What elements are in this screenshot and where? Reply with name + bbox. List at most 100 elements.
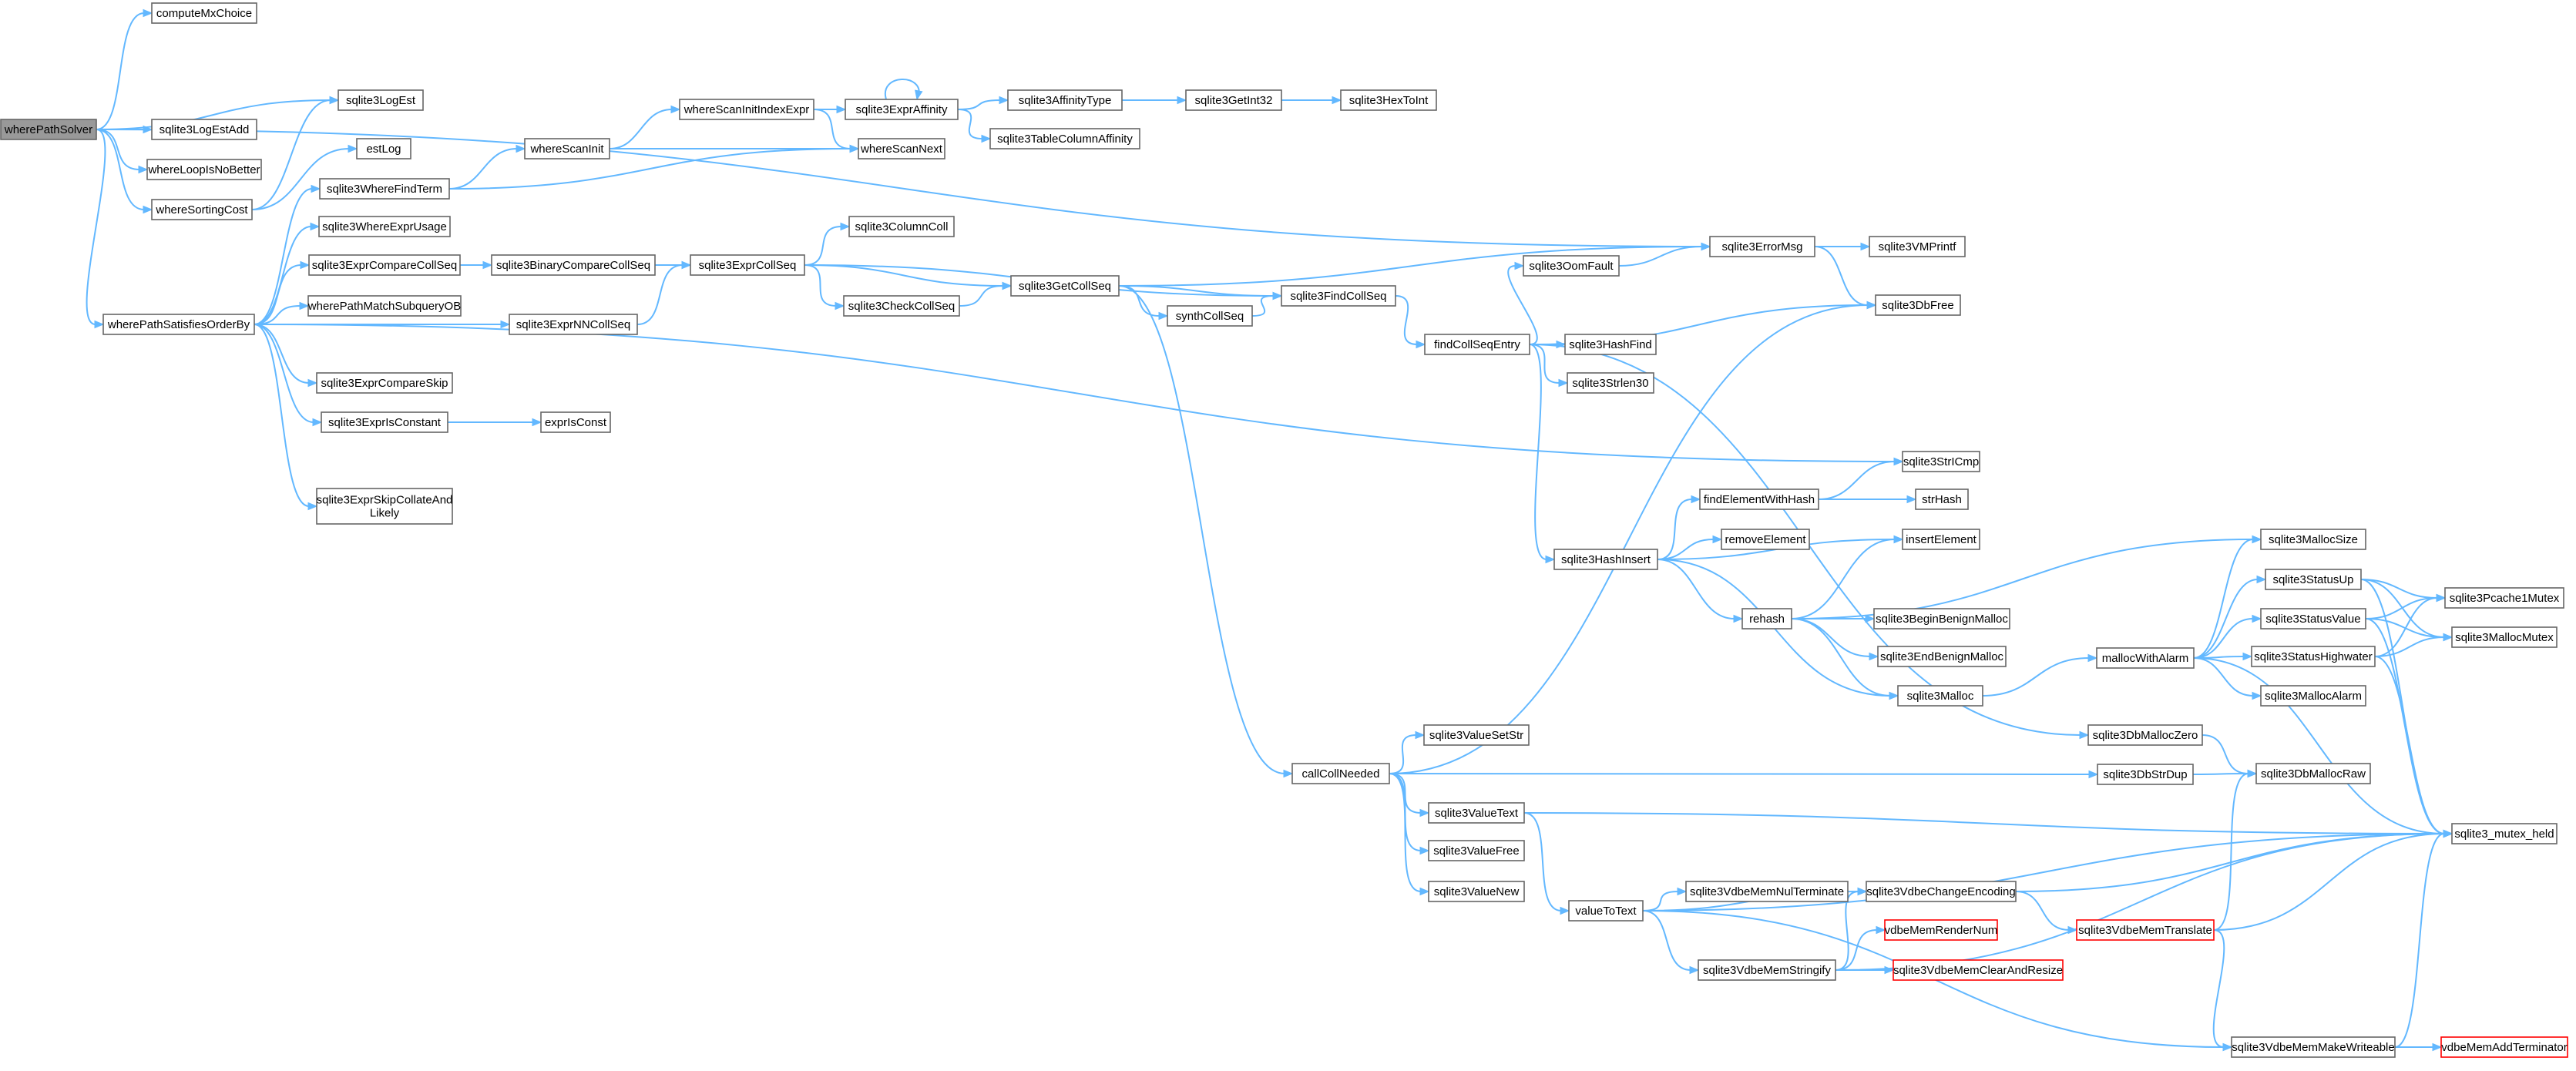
node-sqlite3-vdbe-change-encoding[interactable]: sqlite3VdbeChangeEncoding <box>1866 881 2017 902</box>
node-sqlite3-hash-find[interactable]: sqlite3HashFind <box>1564 334 1657 355</box>
node-sqlite3-binary-compare-coll-seq[interactable]: sqlite3BinaryCompareCollSeq <box>491 254 656 276</box>
node-sqlite3-check-coll-seq[interactable]: sqlite3CheckCollSeq <box>843 295 960 317</box>
node-sqlite3-db-str-dup[interactable]: sqlite3DbStrDup <box>2097 764 2194 785</box>
node-sqlite3-end-benign-malloc[interactable]: sqlite3EndBenignMalloc <box>1877 646 2007 667</box>
node-sqlite3-expr-nncoll-seq[interactable]: sqlite3ExprNNCollSeq <box>509 314 638 335</box>
node-compute-mx-choice[interactable]: computeMxChoice <box>151 2 257 24</box>
node-sqlite3-malloc[interactable]: sqlite3Malloc <box>1897 685 1983 707</box>
node-box <box>1721 529 1810 550</box>
node-sqlite3-get-int32[interactable]: sqlite3GetInt32 <box>1185 89 1282 111</box>
node-label: sqlite3GetInt32 <box>1195 94 1273 107</box>
node-sqlite3-mutex-held[interactable]: sqlite3_mutex_held <box>2451 823 2558 844</box>
node-sqlite3-find-coll-seq[interactable]: sqlite3FindCollSeq <box>1281 285 1396 307</box>
node-sqlite3-where-expr-usage[interactable]: sqlite3WhereExprUsage <box>318 216 451 237</box>
node-sqlite3-pcache1-mutex[interactable]: sqlite3Pcache1Mutex <box>2444 587 2564 609</box>
edge-where-scan-init-to-where-scan-init-index-expr <box>609 105 681 149</box>
node-synth-coll-seq[interactable]: synthCollSeq <box>1167 305 1253 327</box>
node-insert-element[interactable]: insertElement <box>1902 529 1980 550</box>
node-est-log[interactable]: estLog <box>356 138 411 159</box>
node-sqlite3-vdbe-mem-clear-and-resize[interactable]: sqlite3VdbeMemClearAndResize <box>1893 959 2064 981</box>
node-sqlite3-where-find-term[interactable]: sqlite3WhereFindTerm <box>319 178 450 200</box>
edge-line <box>804 226 842 266</box>
node-sqlite3-hex-to-int[interactable]: sqlite3HexToInt <box>1340 89 1437 111</box>
edge-line <box>1835 929 1878 971</box>
node-where-loop-is-no-better[interactable]: whereLoopIsNoBetter <box>146 159 262 180</box>
node-sqlite3-value-text[interactable]: sqlite3ValueText <box>1428 802 1525 824</box>
node-sqlite3-status-value[interactable]: sqlite3StatusValue <box>2260 608 2366 630</box>
node-sqlite3-expr-compare-coll-seq[interactable]: sqlite3ExprCompareCollSeq <box>308 254 461 276</box>
node-sqlite3-vdbe-mem-stringify[interactable]: sqlite3VdbeMemStringify <box>1698 959 1836 981</box>
arrowhead <box>1906 495 1917 504</box>
edge-synth-coll-seq-to-sqlite3-find-coll-seq <box>1251 291 1283 317</box>
node-label: rehash <box>1749 613 1785 626</box>
edge-line <box>804 264 1004 287</box>
node-sqlite3-str-icmp[interactable]: sqlite3StrICmp <box>1902 451 1980 472</box>
node-where-scan-init-index-expr[interactable]: whereScanInitIndexExpr <box>679 99 814 120</box>
node-call-coll-needed[interactable]: callCollNeeded <box>1291 763 1390 784</box>
node-box <box>1291 763 1390 784</box>
edge-line <box>959 285 1004 307</box>
node-box <box>1567 372 1654 394</box>
node-find-coll-seq-entry[interactable]: findCollSeqEntry <box>1424 334 1530 355</box>
node-remove-element[interactable]: removeElement <box>1721 529 1810 550</box>
node-sqlite3-expr-coll-seq[interactable]: sqlite3ExprCollSeq <box>690 254 805 276</box>
edge-where-scan-init-index-expr-to-where-scan-next <box>813 109 860 153</box>
node-expr-is-const[interactable]: exprIsConst <box>540 411 611 433</box>
node-sqlite3-value-new[interactable]: sqlite3ValueNew <box>1428 881 1525 902</box>
node-where-path-satisfies-order-by[interactable]: wherePathSatisfiesOrderBy <box>102 314 255 335</box>
node-sqlite3-db-free[interactable]: sqlite3DbFree <box>1875 294 1961 316</box>
node-sqlite3-get-coll-seq[interactable]: sqlite3GetCollSeq <box>1010 275 1120 297</box>
node-label: sqlite3BeginBenignMalloc <box>1876 613 2008 626</box>
node-str-hash[interactable]: strHash <box>1915 488 1969 510</box>
node-sqlite3-malloc-mutex[interactable]: sqlite3MallocMutex <box>2451 626 2558 648</box>
node-where-scan-next[interactable]: whereScanNext <box>858 138 945 159</box>
node-sqlite3-vdbe-mem-make-writeable[interactable]: sqlite3VdbeMemMakeWriteable <box>2231 1036 2396 1058</box>
arrowhead <box>143 125 153 134</box>
node-sqlite3-vdbe-mem-translate[interactable]: sqlite3VdbeMemTranslate <box>2076 919 2215 941</box>
node-sqlite3-expr-compare-skip[interactable]: sqlite3ExprCompareSkip <box>316 372 453 394</box>
edge-value-to-text-to-sqlite3-vdbe-mem-stringify <box>1642 910 1700 975</box>
node-sqlite3-vmprintf[interactable]: sqlite3VMPrintf <box>1869 236 1966 257</box>
node-sqlite3-begin-benign-malloc[interactable]: sqlite3BeginBenignMalloc <box>1873 608 2010 630</box>
node-box <box>1741 608 1792 630</box>
node-where-path-match-subquery-ob[interactable]: wherePathMatchSubqueryOB <box>307 295 462 317</box>
node-malloc-with-alarm[interactable]: mallocWithAlarm <box>2096 647 2195 669</box>
arrowhead <box>138 165 149 174</box>
edge-line <box>1791 539 2254 619</box>
node-sqlite3-malloc-alarm[interactable]: sqlite3MallocAlarm <box>2260 685 2366 707</box>
node-sqlite3-strlen30[interactable]: sqlite3Strlen30 <box>1567 372 1654 394</box>
edge-where-path-satisfies-order-by-to-sqlite3-expr-skip-collate-and-likely <box>254 324 318 511</box>
node-where-sorting-cost[interactable]: whereSortingCost <box>151 199 253 220</box>
arrowhead <box>1893 457 1904 466</box>
node-vdbe-mem-add-terminator[interactable]: vdbeMemAddTerminator <box>2440 1036 2568 1058</box>
node-where-scan-init[interactable]: whereScanInit <box>524 138 610 159</box>
node-sqlite3-table-column-affinity[interactable]: sqlite3TableColumnAffinity <box>989 128 1140 149</box>
node-sqlite3-log-est[interactable]: sqlite3LogEst <box>338 89 424 111</box>
edge-line <box>1982 657 2090 697</box>
node-sqlite3-hash-insert[interactable]: sqlite3HashInsert <box>1553 549 1658 570</box>
node-vdbe-mem-render-num[interactable]: vdbeMemRenderNum <box>1884 919 1998 941</box>
node-sqlite3-log-est-add[interactable]: sqlite3LogEstAdd <box>151 119 257 140</box>
node-sqlite3-vdbe-mem-nul-terminate[interactable]: sqlite3VdbeMemNulTerminate <box>1685 881 1849 902</box>
node-sqlite3-malloc-size[interactable]: sqlite3MallocSize <box>2260 529 2366 550</box>
node-sqlite3-db-malloc-zero[interactable]: sqlite3DbMallocZero <box>2087 724 2203 746</box>
node-rehash[interactable]: rehash <box>1741 608 1792 630</box>
node-sqlite3-status-up[interactable]: sqlite3StatusUp <box>2265 569 2362 590</box>
node-sqlite3-oom-fault[interactable]: sqlite3OomFault <box>1523 255 1620 277</box>
node-sqlite3-error-msg[interactable]: sqlite3ErrorMsg <box>1709 236 1815 257</box>
node-sqlite3-status-highwater[interactable]: sqlite3StatusHighwater <box>2251 646 2376 667</box>
node-sqlite3-expr-affinity[interactable]: sqlite3ExprAffinity <box>845 99 959 120</box>
node-where-path-solver[interactable]: wherePathSolver <box>0 119 97 140</box>
node-sqlite3-db-malloc-raw[interactable]: sqlite3DbMallocRaw <box>2255 763 2371 784</box>
node-find-element-with-hash[interactable]: findElementWithHash <box>1699 488 1819 510</box>
node-sqlite3-affinity-type[interactable]: sqlite3AffinityType <box>1007 89 1123 111</box>
node-label: valueToText <box>1575 905 1637 918</box>
edge-rehash-to-sqlite3-malloc <box>1791 618 1899 700</box>
arrowhead <box>2087 653 2098 663</box>
node-sqlite3-value-free[interactable]: sqlite3ValueFree <box>1428 840 1525 861</box>
node-sqlite3-value-set-str[interactable]: sqlite3ValueSetStr <box>1423 724 1530 746</box>
node-sqlite3-expr-is-constant[interactable]: sqlite3ExprIsConstant <box>321 411 448 433</box>
node-value-to-text[interactable]: valueToText <box>1568 900 1644 922</box>
node-sqlite3-column-coll[interactable]: sqlite3ColumnColl <box>848 216 955 237</box>
